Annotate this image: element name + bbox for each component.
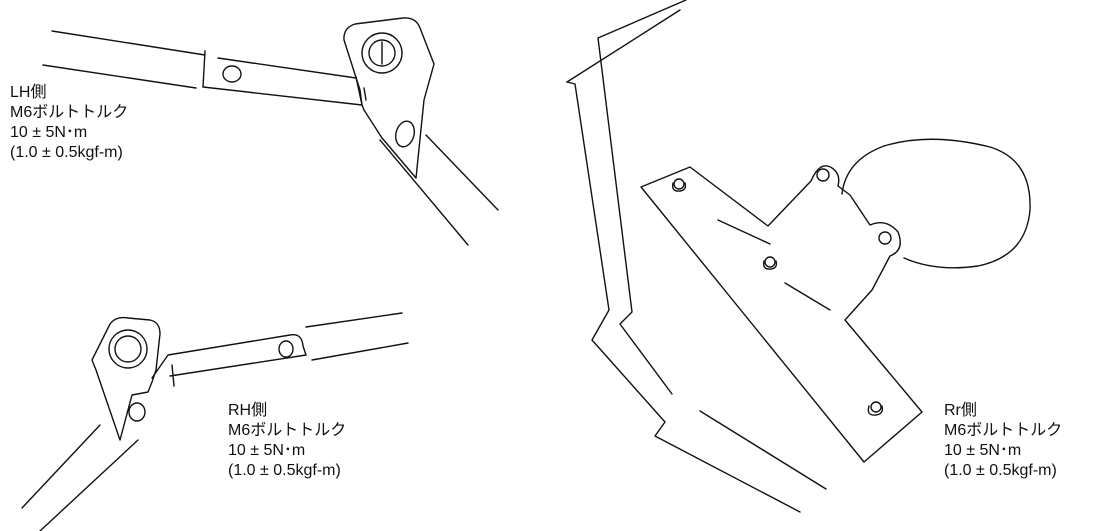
lh-bracket-assembly	[42, 17, 499, 246]
rr-bolt-boss-3-flange	[867, 405, 884, 416]
lh-bolt-label: M6ボルトトルク	[10, 104, 129, 121]
lh-main-bolt-boss-inner	[368, 39, 396, 67]
lh-torque-nm: 10 ± 5N･m	[10, 124, 88, 141]
lh-main-bolt-boss-outer	[361, 32, 403, 74]
rh-main-bolt-boss-inner	[114, 335, 142, 363]
lh-down-rail-inner	[379, 139, 469, 246]
rh-stay-plate	[151, 334, 307, 379]
lh-torque-callout: LH側 M6ボルトトルク 10 ± 5N･m (1.0 ± 0.5kgf-m)	[10, 83, 128, 163]
rr-bolt-boss-2-flange	[762, 260, 778, 270]
rr-bracket-centerline	[717, 219, 831, 311]
rr-side-label: Rr側	[944, 402, 977, 419]
rr-panel-outer-edge	[566, 81, 801, 513]
rr-torque-kgf: (1.0 ± 0.5kgf-m)	[944, 462, 1057, 479]
lh-stay-plate	[202, 50, 363, 106]
lh-side-label: LH側	[10, 84, 47, 101]
rr-mount-hole-2	[878, 231, 892, 245]
rh-torque-kgf: (1.0 ± 0.5kgf-m)	[228, 462, 341, 479]
rr-bolt-label: M6ボルトトルク	[944, 422, 1063, 439]
lh-frame-rail-upper	[51, 30, 357, 79]
rh-bracket-outline	[91, 316, 161, 441]
rr-bolt-boss-1-flange	[671, 182, 687, 192]
rr-bolt-boss-1	[673, 178, 685, 190]
rh-main-bolt-boss-outer	[108, 329, 148, 369]
rh-side-label: RH側	[228, 402, 268, 419]
rh-torque-callout: RH側 M6ボルトトルク 10 ± 5N･m (1.0 ± 0.5kgf-m)	[228, 401, 346, 481]
lh-stay-bolt-hole	[222, 65, 242, 83]
rh-torque-nm: 10 ± 5N･m	[228, 442, 306, 459]
lh-frame-rail-lower	[42, 64, 197, 89]
lh-bracket-rib	[363, 87, 367, 101]
rr-torque-callout: Rr側 M6ボルトトルク 10 ± 5N･m (1.0 ± 0.5kgf-m)	[944, 401, 1062, 481]
rh-bracket-rib	[171, 364, 175, 387]
rh-frame-rail-upper	[305, 312, 403, 328]
rr-bolt-boss-2	[764, 256, 776, 268]
lh-lower-bolt-hole	[394, 120, 416, 148]
lh-down-rail-outer	[425, 134, 499, 211]
rr-panel-top-edge	[566, 9, 681, 83]
rh-stay-bolt-hole	[278, 340, 294, 358]
rr-bracket-assembly	[566, 0, 1031, 513]
rr-component-blob	[841, 138, 1031, 269]
rr-mount-hole-1	[816, 168, 830, 182]
rh-lower-bolt-hole	[128, 402, 146, 422]
rh-down-rail-inner	[21, 424, 101, 509]
rr-bracket-outline	[640, 165, 923, 463]
rh-frame-rail-lower	[311, 342, 409, 361]
rr-bolt-boss-3	[870, 401, 882, 413]
rh-bracket-assembly	[21, 312, 409, 531]
lh-torque-kgf: (1.0 ± 0.5kgf-m)	[10, 144, 123, 161]
rr-panel-inner-edge	[597, 0, 687, 395]
rh-down-rail-outer	[39, 439, 139, 531]
rr-panel-rear-edge	[699, 410, 827, 490]
lh-bracket-outline	[343, 17, 435, 179]
rr-torque-nm: 10 ± 5N･m	[944, 442, 1022, 459]
rh-bolt-label: M6ボルトトルク	[228, 422, 347, 439]
